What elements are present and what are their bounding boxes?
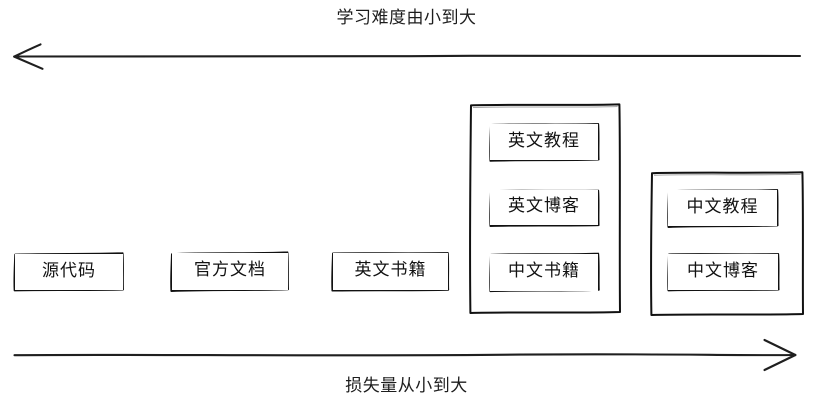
node-source-code[interactable]: 源代码 <box>15 254 123 290</box>
top-axis-label: 学习难度由小到大 <box>336 8 477 28</box>
node-chinese-blog[interactable]: 中文博客 <box>668 254 778 290</box>
group-english-group[interactable]: 英文教程 英文博客 中文书籍 <box>471 105 620 313</box>
node-chinese-books[interactable]: 中文书籍 <box>490 254 598 291</box>
node-label: 官方文档 <box>194 260 266 280</box>
node-label: 英文书籍 <box>354 260 427 280</box>
group-chinese-group[interactable]: 中文教程 中文博客 <box>652 173 803 314</box>
node-label: 源代码 <box>42 260 96 281</box>
node-label: 英文教程 <box>508 130 580 151</box>
node-official-docs[interactable]: 官方文档 <box>172 253 288 290</box>
node-english-blog[interactable]: 英文博客 <box>490 190 598 225</box>
arrow-left-icon <box>13 43 802 70</box>
node-label: 英文博客 <box>508 196 580 216</box>
node-english-tutorial[interactable]: 英文教程 <box>490 124 598 160</box>
node-label: 中文教程 <box>686 196 759 217</box>
node-label: 中文书籍 <box>508 261 580 281</box>
bottom-axis-arrow-shape <box>13 338 797 372</box>
node-chinese-tutorial[interactable]: 中文教程 <box>668 190 777 226</box>
bottom-axis-label: 损失量从小到大 <box>345 376 468 396</box>
node-label: 中文博客 <box>687 260 759 281</box>
node-english-books[interactable]: 英文书籍 <box>333 253 448 290</box>
